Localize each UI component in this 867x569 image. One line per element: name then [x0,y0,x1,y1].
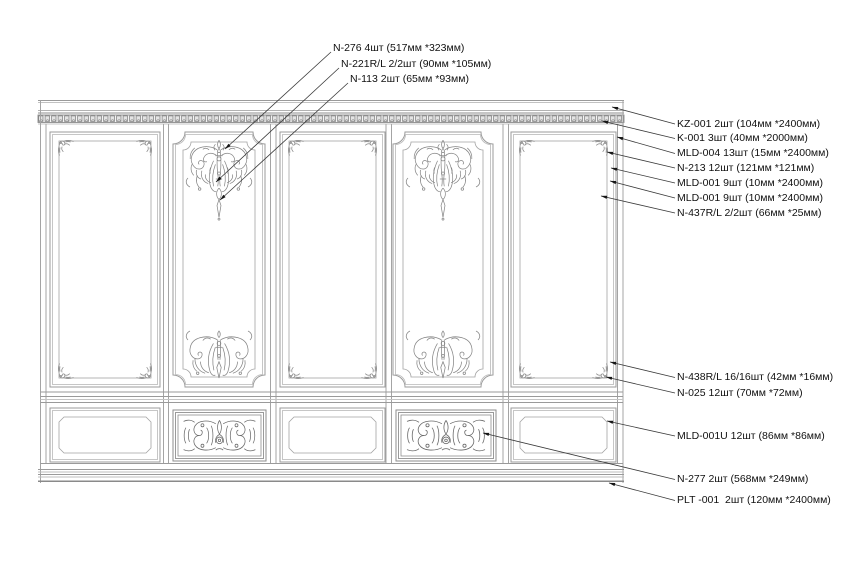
callout-mld001u: MLD-001U 12шт (86мм *86мм) [677,430,825,442]
leader-kz001 [611,106,676,125]
leader-n276 [224,51,332,150]
grille-ornament [407,420,485,451]
callout-mld001-b: MLD-001 9шт (10мм *2400мм) [677,192,824,204]
leader-n277 [482,432,676,480]
callout-plt001: PLT -001 2шт (120мм *2400мм) [677,494,831,506]
upper-panel-2-ornate [172,131,266,388]
leader-k001 [601,120,676,139]
upper-panel-3 [279,131,386,388]
upper-panel-4-ornate [392,131,494,388]
leader-lines [215,51,676,501]
lower-panel-3 [279,407,386,463]
leader-mld001-b [609,180,676,199]
corner-ornament [58,140,74,156]
callout-kz001: KZ-001 2шт (104мм *2400мм) [677,118,821,130]
leader-n437 [600,195,676,214]
callout-n221: N-221R/L 2/2шт (90мм *105мм) [341,58,492,70]
crest-ornament [190,140,248,220]
callout-mld001-a: MLD-001 9шт (10мм *2400мм) [677,177,824,189]
leader-n438 [609,361,676,378]
crest-ornament [414,140,472,220]
leader-n025 [605,376,676,394]
callout-n438: N-438R/L 16/16шт (42мм *16мм) [677,371,834,383]
leader-mld001u [606,420,676,437]
upper-panel-1 [49,131,161,388]
dentil-band [37,114,625,123]
upper-panel-5 [510,131,617,388]
wall-stiles [40,100,624,483]
bottom-crest-ornament [190,331,248,378]
side-hook-ornaments [185,177,253,341]
callout-k001: K-001 3шт (40мм *2000мм) [677,132,808,144]
leader-n221 [215,67,340,183]
callout-n277: N-277 2шт (568мм *249мм) [677,473,809,485]
leader-n113 [219,82,349,201]
lower-panel-2-grille [172,409,267,462]
leader-mld004 [616,136,676,154]
lower-panel-4-grille [395,409,497,462]
callout-n437: N-437R/L 2/2шт (66мм *25мм) [677,207,822,219]
callout-n213: N-213 12шт (121мм *121мм) [677,162,815,174]
chair-rail [40,391,623,464]
callout-mld004: MLD-004 13шт (15мм *2400мм) [677,147,829,159]
callout-n113: N-113 2шт (65мм *93мм) [350,73,469,85]
bottom-crest-ornament [414,331,472,378]
leader-mld001-a [610,167,676,184]
cornice-moulding [38,100,624,125]
callout-n025: N-025 12шт (70мм *72мм) [677,387,803,399]
baseboard-plinth [38,469,624,482]
lower-panel-1 [49,407,161,463]
lower-panel-5 [510,407,617,463]
leader-plt001 [608,482,676,501]
leader-n213 [606,151,676,169]
callout-n276: N-276 4шт (517мм *323мм) [333,42,465,54]
grille-ornament [184,420,256,451]
